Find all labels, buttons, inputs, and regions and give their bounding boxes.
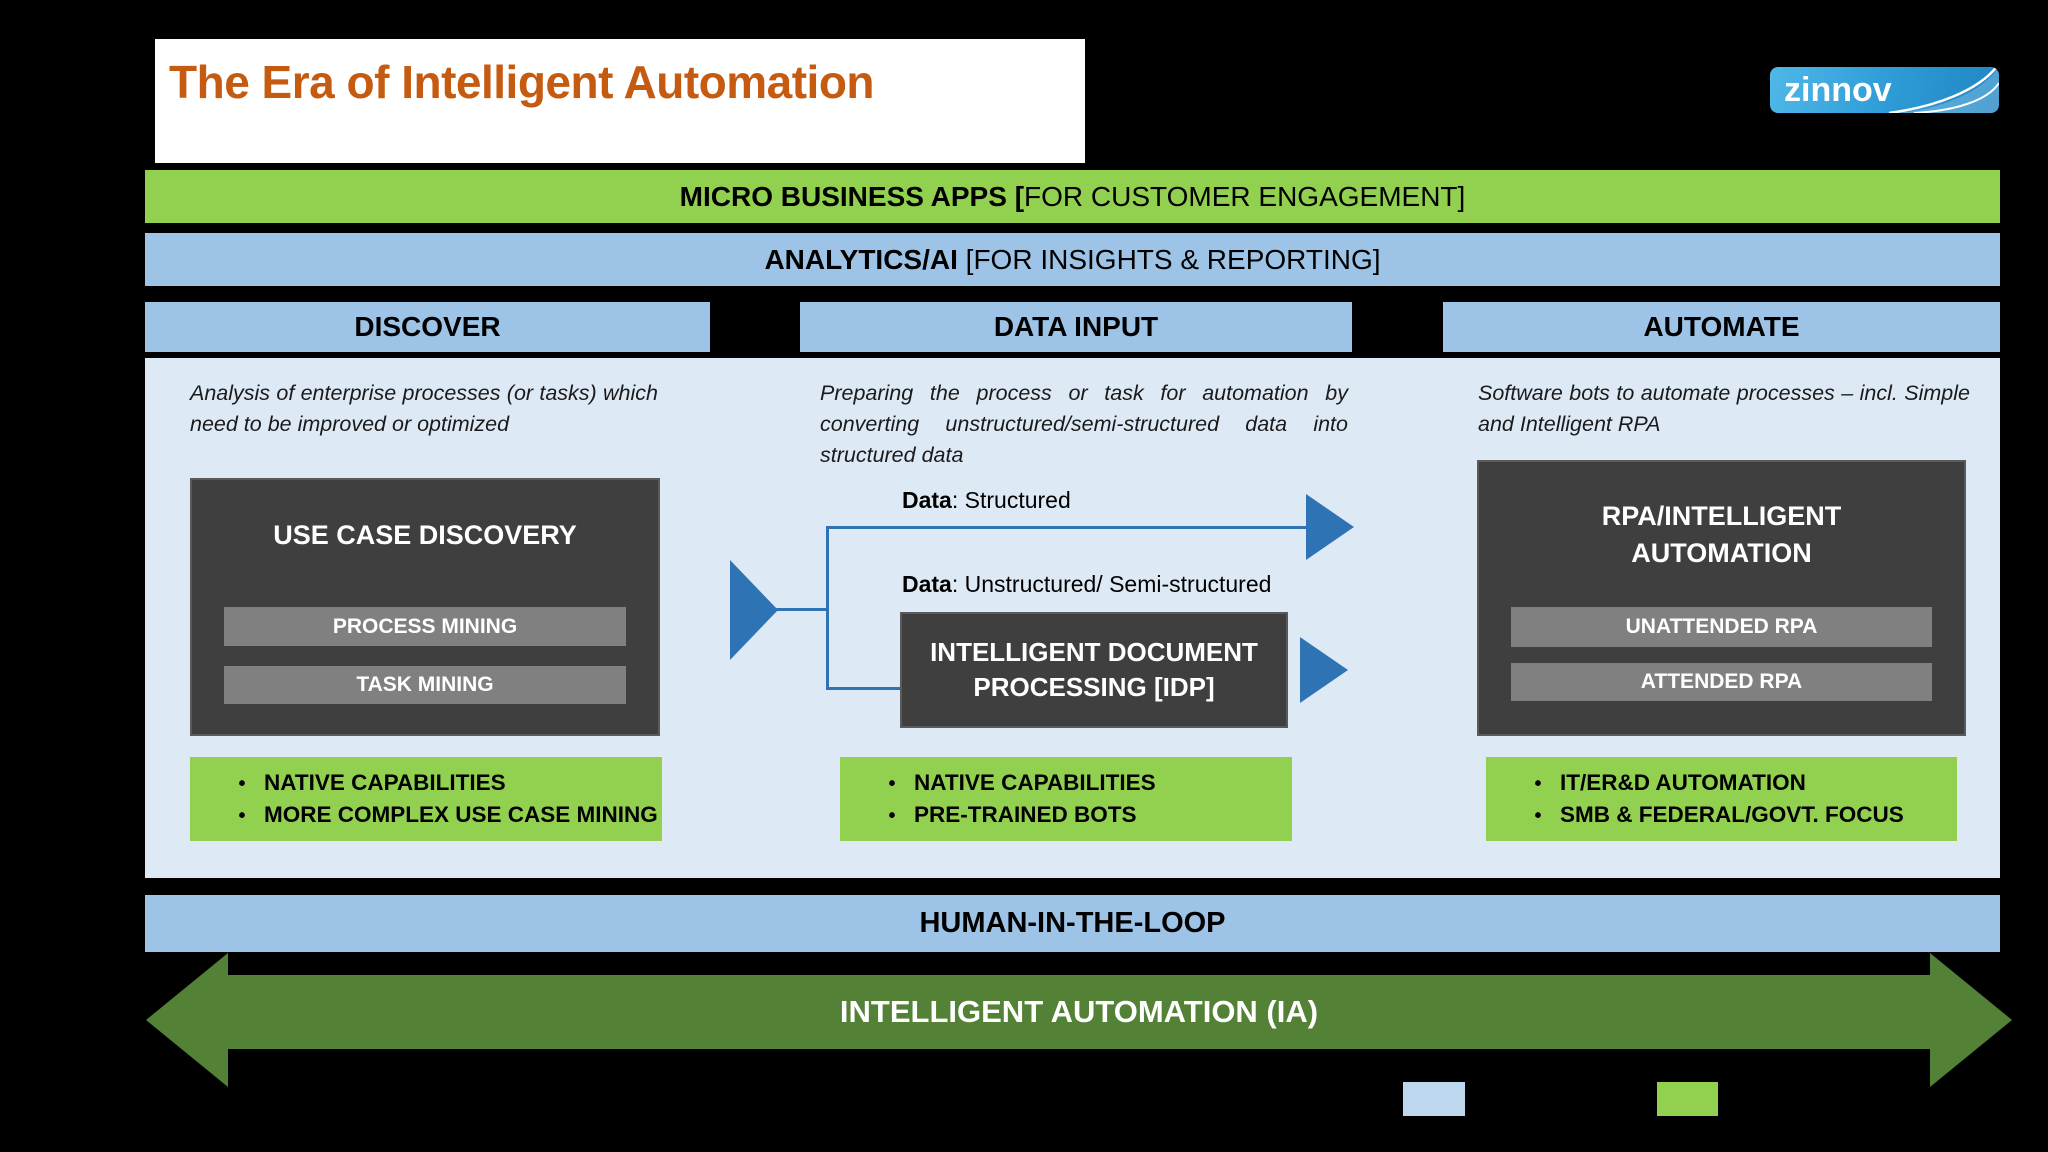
unattended-rpa-bar: UNATTENDED RPA <box>1511 607 1932 647</box>
micro-bar-regular-text: FOR CUSTOMER ENGAGEMENT] <box>1024 180 1466 212</box>
column-header-discover: DISCOVER <box>145 302 710 352</box>
bullet-icon: • <box>888 805 896 827</box>
micro-bar-bold-text: MICRO BUSINESS APPS [ <box>679 180 1025 212</box>
list-item: • MORE COMPLEX USE CASE MINING <box>220 802 662 828</box>
column-header-data-input: DATA INPUT <box>800 302 1352 352</box>
ia-arrow-body <box>226 975 1932 1049</box>
ia-arrow-left-tip-icon <box>146 953 228 1087</box>
list-item: • IT/ER&D AUTOMATION <box>1516 770 1957 796</box>
bullet-text: MORE COMPLEX USE CASE MINING <box>264 802 658 827</box>
legend-green-swatch <box>1657 1082 1718 1116</box>
unstructured-arrowhead-icon <box>1300 637 1348 703</box>
attended-rpa-bar: ATTENDED RPA <box>1511 663 1932 701</box>
data-structured-rest: : Structured <box>951 487 1071 513</box>
flow-branch-line <box>826 526 829 690</box>
bullet-text: SMB & FEDERAL/GOVT. FOCUS <box>1560 802 1904 827</box>
legend-blue-swatch <box>1403 1082 1465 1116</box>
bullet-text: IT/ER&D AUTOMATION <box>1560 770 1806 795</box>
analytics-bar-bold-text: ANALYTICS/AI <box>764 243 958 275</box>
analytics-bar-regular-text: [FOR INSIGHTS & REPORTING] <box>957 243 1381 275</box>
rpa-box-title-text: RPA/INTELLIGENT AUTOMATION <box>1601 501 1842 568</box>
flow-connector-line <box>776 608 828 611</box>
discover-capabilities-box: • NATIVE CAPABILITIES • MORE COMPLEX USE C… <box>190 757 662 841</box>
data-input-capabilities-box: • NATIVE CAPABILITIES • PRE-TRAINED BOTS <box>840 757 1292 841</box>
ia-arrow-right-tip-icon <box>1930 953 2012 1087</box>
list-item: • NATIVE CAPABILITIES <box>220 770 662 796</box>
intelligent-document-processing-box: INTELLIGENT DOCUMENT PROCESSING [IDP] <box>900 612 1288 728</box>
swoosh-icon <box>1888 67 1999 113</box>
bullet-icon: • <box>888 773 896 795</box>
unstructured-flow-line <box>826 687 904 690</box>
use-case-discovery-box: USE CASE DISCOVERY PROCESS MINING TASK M… <box>190 478 660 736</box>
data-unstructured-label: Data: Unstructured/ Semi-structured <box>902 571 1271 598</box>
rpa-box-title: RPA/INTELLIGENT AUTOMATION <box>1479 498 1964 572</box>
list-item: • NATIVE CAPABILITIES <box>870 770 1292 796</box>
zinnov-logo-text: zinnov <box>1784 70 1892 109</box>
list-item: • SMB & FEDERAL/GOVT. FOCUS <box>1516 802 1957 828</box>
bullet-text: NATIVE CAPABILITIES <box>264 770 506 795</box>
idp-box-title: INTELLIGENT DOCUMENT PROCESSING [IDP] <box>930 637 1258 702</box>
list-item: • PRE-TRAINED BOTS <box>870 802 1292 828</box>
bullet-icon: • <box>1534 773 1542 795</box>
rpa-intelligent-automation-box: RPA/INTELLIGENT AUTOMATION UNATTENDED RP… <box>1477 460 1966 736</box>
data-input-description: Preparing the process or task for automa… <box>820 381 1348 467</box>
human-in-the-loop-bar: HUMAN-IN-THE-LOOP <box>145 895 2000 952</box>
analytics-ai-bar: ANALYTICS/AI [FOR INSIGHTS & REPORTING] <box>145 233 2000 286</box>
micro-business-apps-bar: MICRO BUSINESS APPS [FOR CUSTOMER ENGAGE… <box>145 170 2000 223</box>
page-title: The Era of Intelligent Automation <box>169 56 875 108</box>
discover-description: Analysis of enterprise processes (or tas… <box>190 381 658 436</box>
process-mining-bar: PROCESS MINING <box>224 607 626 646</box>
automate-capabilities-box: • IT/ER&D AUTOMATION • SMB & FEDERAL/GOVT.… <box>1486 757 1957 841</box>
flow-start-arrow-icon <box>730 560 778 660</box>
data-unstructured-bold: Data <box>902 571 952 597</box>
bullet-icon: • <box>238 805 246 827</box>
task-mining-bar: TASK MINING <box>224 666 626 704</box>
structured-arrowhead-icon <box>1306 494 1354 560</box>
title-box: The Era of Intelligent Automation <box>155 39 1085 163</box>
structured-flow-line <box>826 526 1306 529</box>
bullet-text: PRE-TRAINED BOTS <box>914 802 1137 827</box>
zinnov-logo: zinnov <box>1770 67 1999 113</box>
bullet-text: NATIVE CAPABILITIES <box>914 770 1156 795</box>
bullet-icon: • <box>1534 805 1542 827</box>
automate-description: Software bots to automate processes – in… <box>1478 381 1970 436</box>
ia-arrow-label: INTELLIGENT AUTOMATION (IA) <box>839 994 1319 1029</box>
data-structured-bold: Data <box>902 487 952 513</box>
data-unstructured-rest: : Unstructured/ Semi-structured <box>951 571 1272 597</box>
data-structured-label: Data: Structured <box>902 487 1071 514</box>
use-case-discovery-title: USE CASE DISCOVERY <box>273 520 577 550</box>
column-header-automate: AUTOMATE <box>1443 302 2000 352</box>
bullet-icon: • <box>238 773 246 795</box>
